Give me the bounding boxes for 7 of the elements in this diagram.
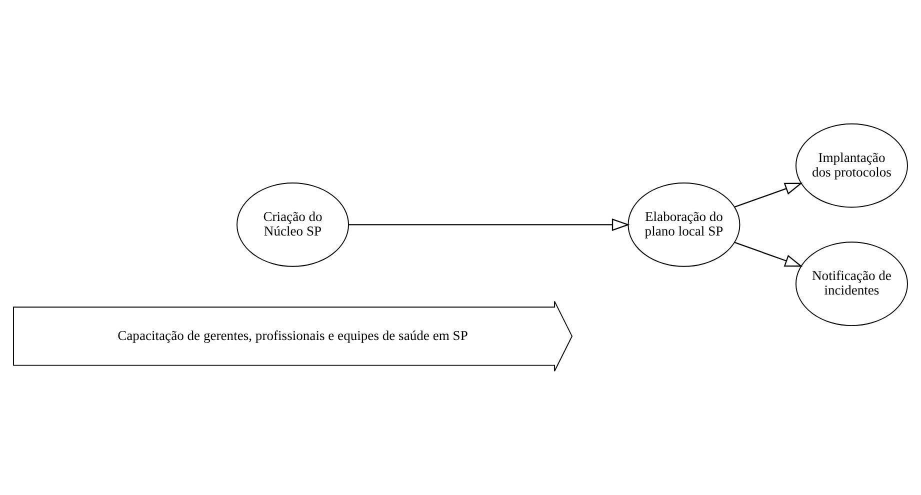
node-ellipse: Notificação de incidentes [796, 242, 908, 326]
arrow [734, 242, 803, 267]
node-ellipse: Elaboração do plano local SP [628, 182, 740, 267]
node-ellipse: Criação do Núcleo SP [236, 182, 349, 267]
arrow [734, 182, 803, 208]
arrow [348, 218, 630, 231]
node-ellipse: Implantação dos protocolos [796, 123, 908, 208]
